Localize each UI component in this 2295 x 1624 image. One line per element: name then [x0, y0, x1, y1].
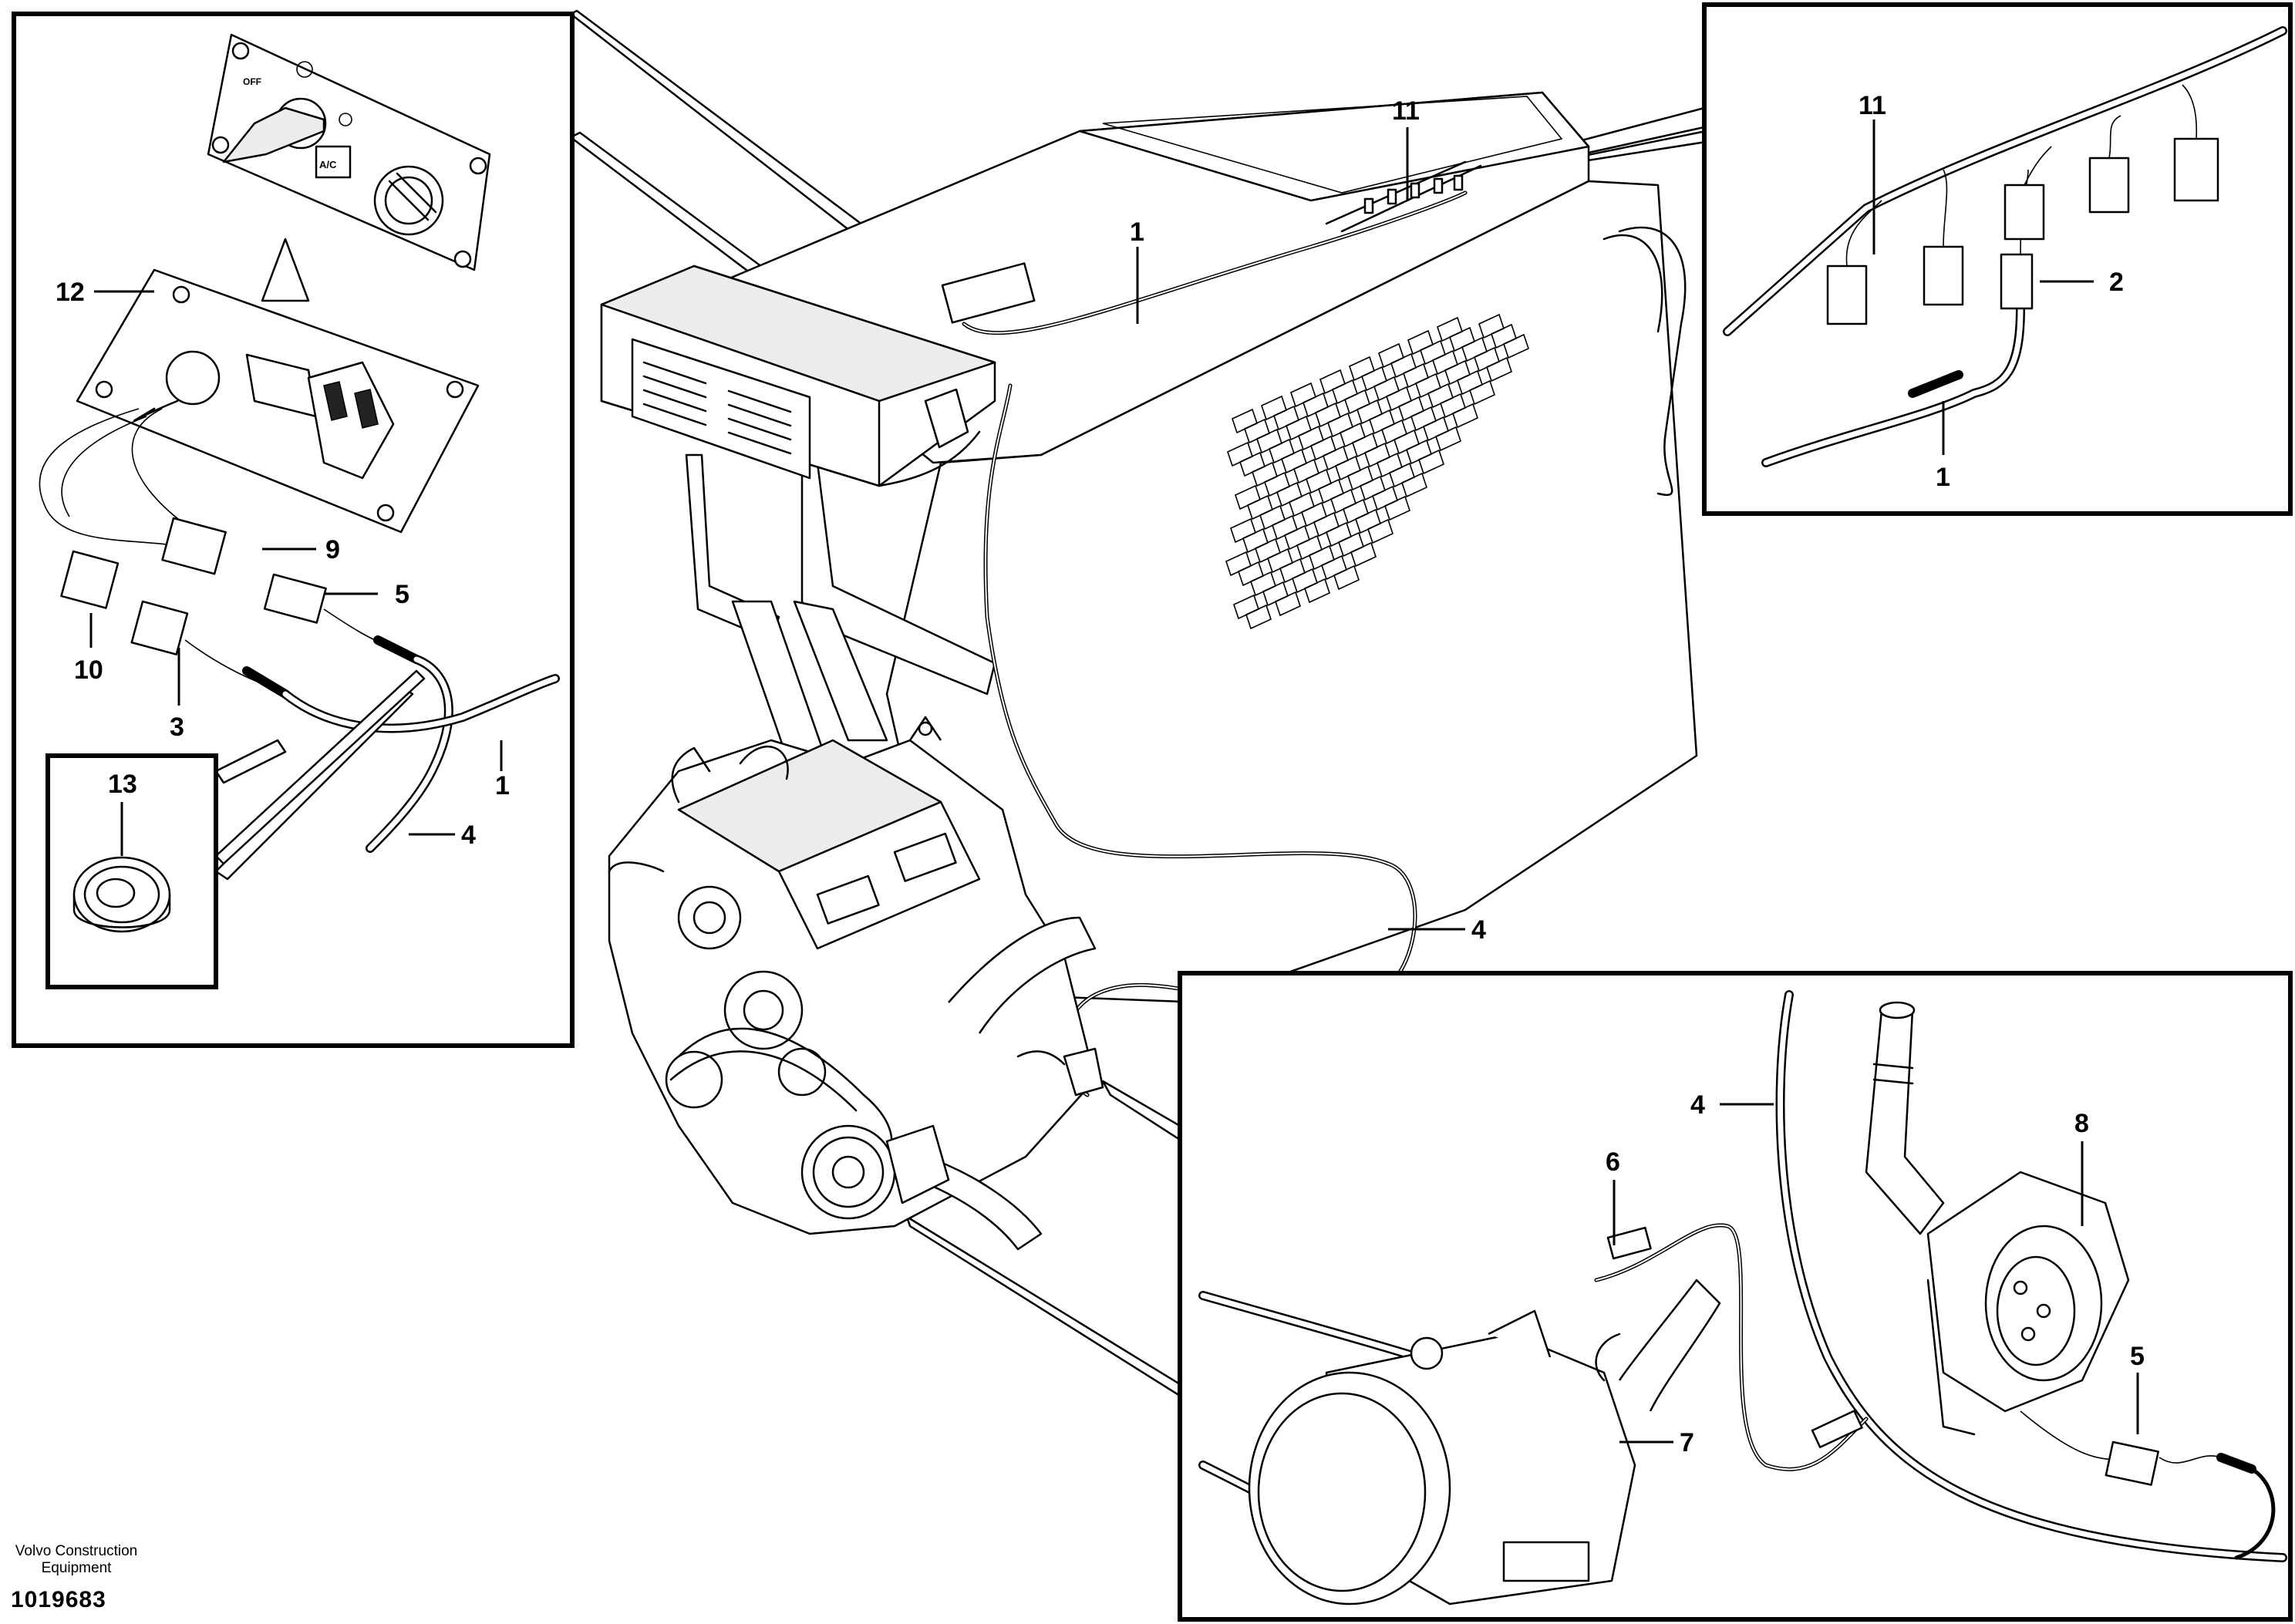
- switch-backplate: [76, 268, 480, 534]
- climate-control-panel: A/C OFF: [207, 33, 491, 271]
- connector-2: [2000, 253, 2034, 310]
- detail-box-cab-harness: [1702, 2, 2293, 516]
- hvac-control-panel-small: [941, 262, 1036, 324]
- control-harness: [39, 408, 560, 853]
- document-number: 1019683: [11, 1587, 106, 1612]
- boot-right: [1908, 370, 1963, 398]
- cable-routes: [962, 190, 1468, 1097]
- fan-icon: [296, 61, 313, 78]
- connector-11-d: [2088, 157, 2130, 214]
- off-label: OFF: [243, 76, 261, 87]
- zoom-arrows-13: [214, 669, 426, 881]
- connector-11-b: [1923, 245, 1964, 306]
- heater-hose-and-valve: [1865, 1001, 1945, 1235]
- callout-leaders: [89, 120, 2139, 1444]
- callout-6: 6: [1606, 1147, 1620, 1177]
- connector-11-c: [2003, 184, 2045, 241]
- callout-5-bottom: 5: [2130, 1342, 2145, 1371]
- connector-10: [60, 550, 120, 609]
- callout-10: 10: [74, 655, 103, 685]
- boot-lower: [242, 666, 290, 699]
- callout-3: 3: [170, 713, 184, 742]
- callout-1-right: 1: [1936, 463, 1950, 492]
- boot-upper: [373, 635, 421, 664]
- detail-box-compressor: [1178, 971, 2293, 1622]
- ac-label: A/C: [319, 159, 337, 170]
- detail-box-control-panel: A/C OFF: [12, 12, 575, 1048]
- connector-3: [130, 600, 189, 655]
- sun-icon: [339, 113, 352, 126]
- grommet-13: [72, 856, 171, 933]
- callout-8: 8: [2074, 1109, 2089, 1138]
- callout-13: 13: [108, 770, 137, 799]
- manufacturer-caption: Volvo Construction Equipment: [3, 1543, 150, 1577]
- engine: [608, 716, 1104, 1251]
- callout-labels: 1 11 4 12 9 5 10 3 1 4 13 11 2 1 4 8 6 7…: [56, 91, 2145, 1457]
- callout-5-left: 5: [395, 580, 409, 609]
- manufacturer-line-1: Volvo Construction: [15, 1543, 138, 1559]
- callout-4-bottom: 4: [1690, 1090, 1705, 1120]
- callout-7: 7: [1680, 1428, 1694, 1457]
- view-arrow: [261, 238, 310, 302]
- connector-9: [161, 517, 227, 575]
- ac-switch: [315, 145, 352, 179]
- connector-11-a: [1826, 264, 1868, 325]
- cab-connectors: [1363, 174, 1464, 214]
- cab-rear-grille: [1225, 313, 1529, 630]
- callout-12: 12: [56, 278, 85, 307]
- callout-4-main: 4: [1471, 915, 1486, 945]
- callout-2: 2: [2109, 268, 2124, 297]
- callout-4-left: 4: [461, 820, 476, 850]
- sensor-cable-6: [1594, 1223, 1869, 1471]
- callout-9: 9: [325, 535, 340, 564]
- callout-1-cab: 1: [1130, 217, 1144, 247]
- callout-11-right: 11: [1859, 91, 1886, 120]
- hvac-unit: [600, 262, 1036, 487]
- callout-11-cab: 11: [1392, 96, 1420, 126]
- connector-11-e: [2173, 137, 2219, 202]
- connector-5-left: [263, 573, 327, 624]
- compressor-7: [1248, 1279, 1721, 1605]
- servo-actuator-8: [1926, 1171, 2130, 1436]
- actuator-harness-5: [2020, 1410, 2276, 1560]
- manufacturer-line-2: Equipment: [41, 1560, 112, 1576]
- callout-1-left: 1: [495, 771, 510, 800]
